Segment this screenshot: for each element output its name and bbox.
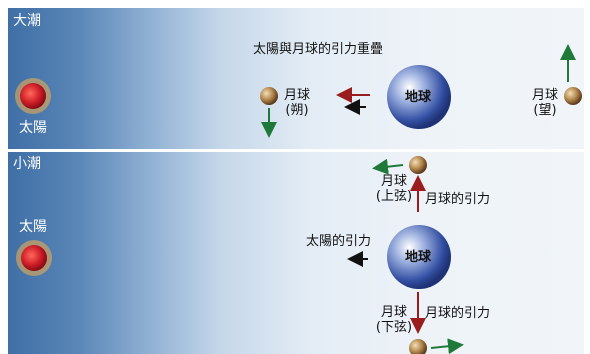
full-moon-icon [564,87,582,105]
earth-icon [387,225,451,289]
new-moon-label: 月球 (朔) [279,88,315,118]
new-moon-phase: (朔) [285,103,309,118]
last-quarter-moon-label: 月球 (下弦) [372,305,416,335]
sun-gravity-label: 太陽的引力 [306,234,372,249]
spring-tide-panel: 大潮 太陽 太陽與月球的引力重疊 地球 月球 (朔) 月球 (望) [8,8,584,149]
full-moon-label: 月球 (望) [527,88,563,118]
first-quarter-gravity-label: 月球的引力 [425,192,491,207]
earth-label: 地球 [405,250,432,265]
last-quarter-moon-phase: (下弦) [375,320,413,335]
last-quarter-moon-name: 月球 [380,305,407,320]
new-moon-name: 月球 [283,88,310,103]
last-quarter-moon-icon [409,339,427,354]
spring-tide-title: 大潮 [13,13,41,29]
neap-tide-title: 小潮 [13,156,41,172]
last-quarter-orbit-arrow [430,338,464,354]
spring-tide-graphics [15,44,582,138]
first-quarter-orbit-arrow [372,158,404,175]
full-moon-phase: (望) [533,103,557,118]
earth-icon [387,65,451,129]
overlap-label: 太陽與月球的引力重疊 [253,42,384,57]
last-quarter-gravity-label: 月球的引力 [425,306,491,321]
neap-tide-panel: 小潮 太陽 太陽的引力 地球 月球 (上弦) 月球的引力 月球 (下弦) 月球的… [8,152,584,354]
first-quarter-moon-icon [409,156,427,174]
first-quarter-moon-phase: (上弦) [375,189,413,204]
sun-icon [20,83,46,109]
new-moon-icon [260,87,278,105]
first-quarter-moon-label: 月球 (上弦) [372,174,416,204]
sun-icon [21,245,47,271]
first-quarter-moon-name: 月球 [380,174,407,189]
earth-label: 地球 [405,90,432,105]
sun-label: 太陽 [19,120,47,136]
full-moon-name: 月球 [531,88,558,103]
neap-tide-graphics [16,156,464,354]
sun-label: 太陽 [19,219,47,235]
